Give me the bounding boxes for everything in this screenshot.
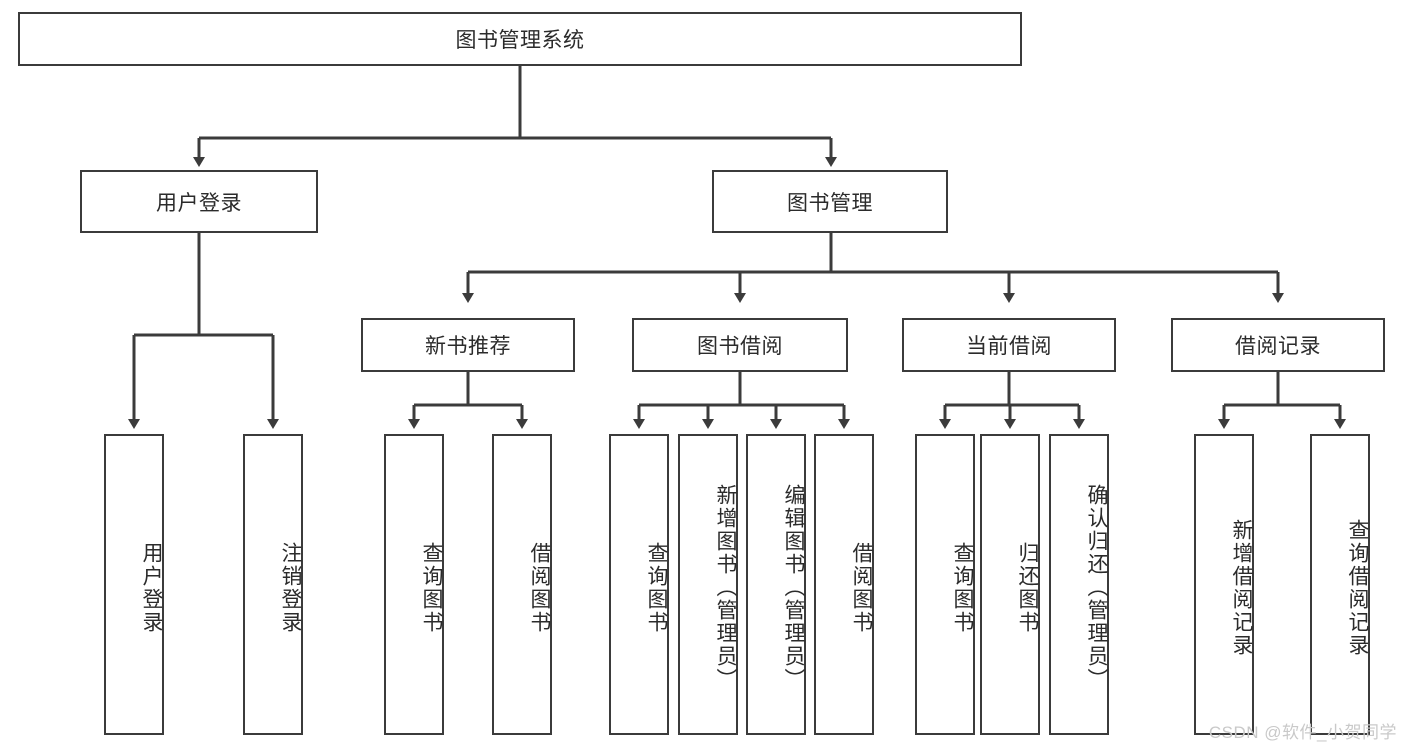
- node-root-book-management-system[interactable]: 图书管理系统: [18, 12, 1022, 66]
- leaf-record-query-record[interactable]: 查询借阅记录: [1310, 434, 1370, 735]
- leaf-recommend-query-book[interactable]: 查询图书: [384, 434, 444, 735]
- node-label: 图书借阅: [697, 335, 783, 358]
- leaf-user-login-logout[interactable]: 注销登录: [243, 434, 303, 735]
- leaf-current-confirm-return-admin[interactable]: 确认归还（管理员）: [1049, 434, 1109, 735]
- leaf-borrow-borrow-book[interactable]: 借阅图书: [814, 434, 874, 735]
- leaf-borrow-query-book[interactable]: 查询图书: [609, 434, 669, 735]
- node-label: 新增借阅记录: [1230, 518, 1253, 657]
- node-book-management[interactable]: 图书管理: [712, 170, 948, 233]
- node-borrow-record[interactable]: 借阅记录: [1171, 318, 1385, 372]
- node-label: 确认归还（管理员）: [1085, 484, 1108, 691]
- node-label: 新书推荐: [425, 335, 511, 358]
- node-new-book-recommend[interactable]: 新书推荐: [361, 318, 575, 372]
- leaf-record-add-record[interactable]: 新增借阅记录: [1194, 434, 1254, 735]
- watermark: CSDN @软件_小贺同学: [1208, 723, 1397, 742]
- node-label: 图书管理: [787, 191, 873, 215]
- node-label: 新增图书（管理员）: [714, 484, 737, 691]
- leaf-current-query-book[interactable]: 查询图书: [915, 434, 975, 735]
- leaf-user-login-login[interactable]: 用户登录: [104, 434, 164, 735]
- leaf-borrow-add-book-admin[interactable]: 新增图书（管理员）: [678, 434, 738, 735]
- node-label: 用户登录: [140, 541, 163, 634]
- node-label: 查询借阅记录: [1346, 518, 1369, 657]
- node-label: 图书管理系统: [455, 29, 585, 52]
- node-label: 借阅图书: [528, 541, 551, 634]
- node-book-borrow[interactable]: 图书借阅: [632, 318, 848, 372]
- node-label: 借阅记录: [1235, 335, 1321, 358]
- node-label: 用户登录: [156, 191, 242, 215]
- node-label: 查询图书: [645, 541, 668, 634]
- node-user-login[interactable]: 用户登录: [80, 170, 318, 233]
- leaf-recommend-borrow-book[interactable]: 借阅图书: [492, 434, 552, 735]
- node-label: 注销登录: [279, 541, 302, 634]
- node-label: 编辑图书（管理员）: [782, 484, 805, 691]
- node-label: 归还图书: [1016, 541, 1039, 634]
- node-label: 查询图书: [420, 541, 443, 634]
- node-label: 查询图书: [951, 541, 974, 634]
- leaf-current-return-book[interactable]: 归还图书: [980, 434, 1040, 735]
- node-label: 当前借阅: [966, 335, 1052, 358]
- node-current-borrow[interactable]: 当前借阅: [902, 318, 1116, 372]
- node-label: 借阅图书: [850, 541, 873, 634]
- leaf-borrow-edit-book-admin[interactable]: 编辑图书（管理员）: [746, 434, 806, 735]
